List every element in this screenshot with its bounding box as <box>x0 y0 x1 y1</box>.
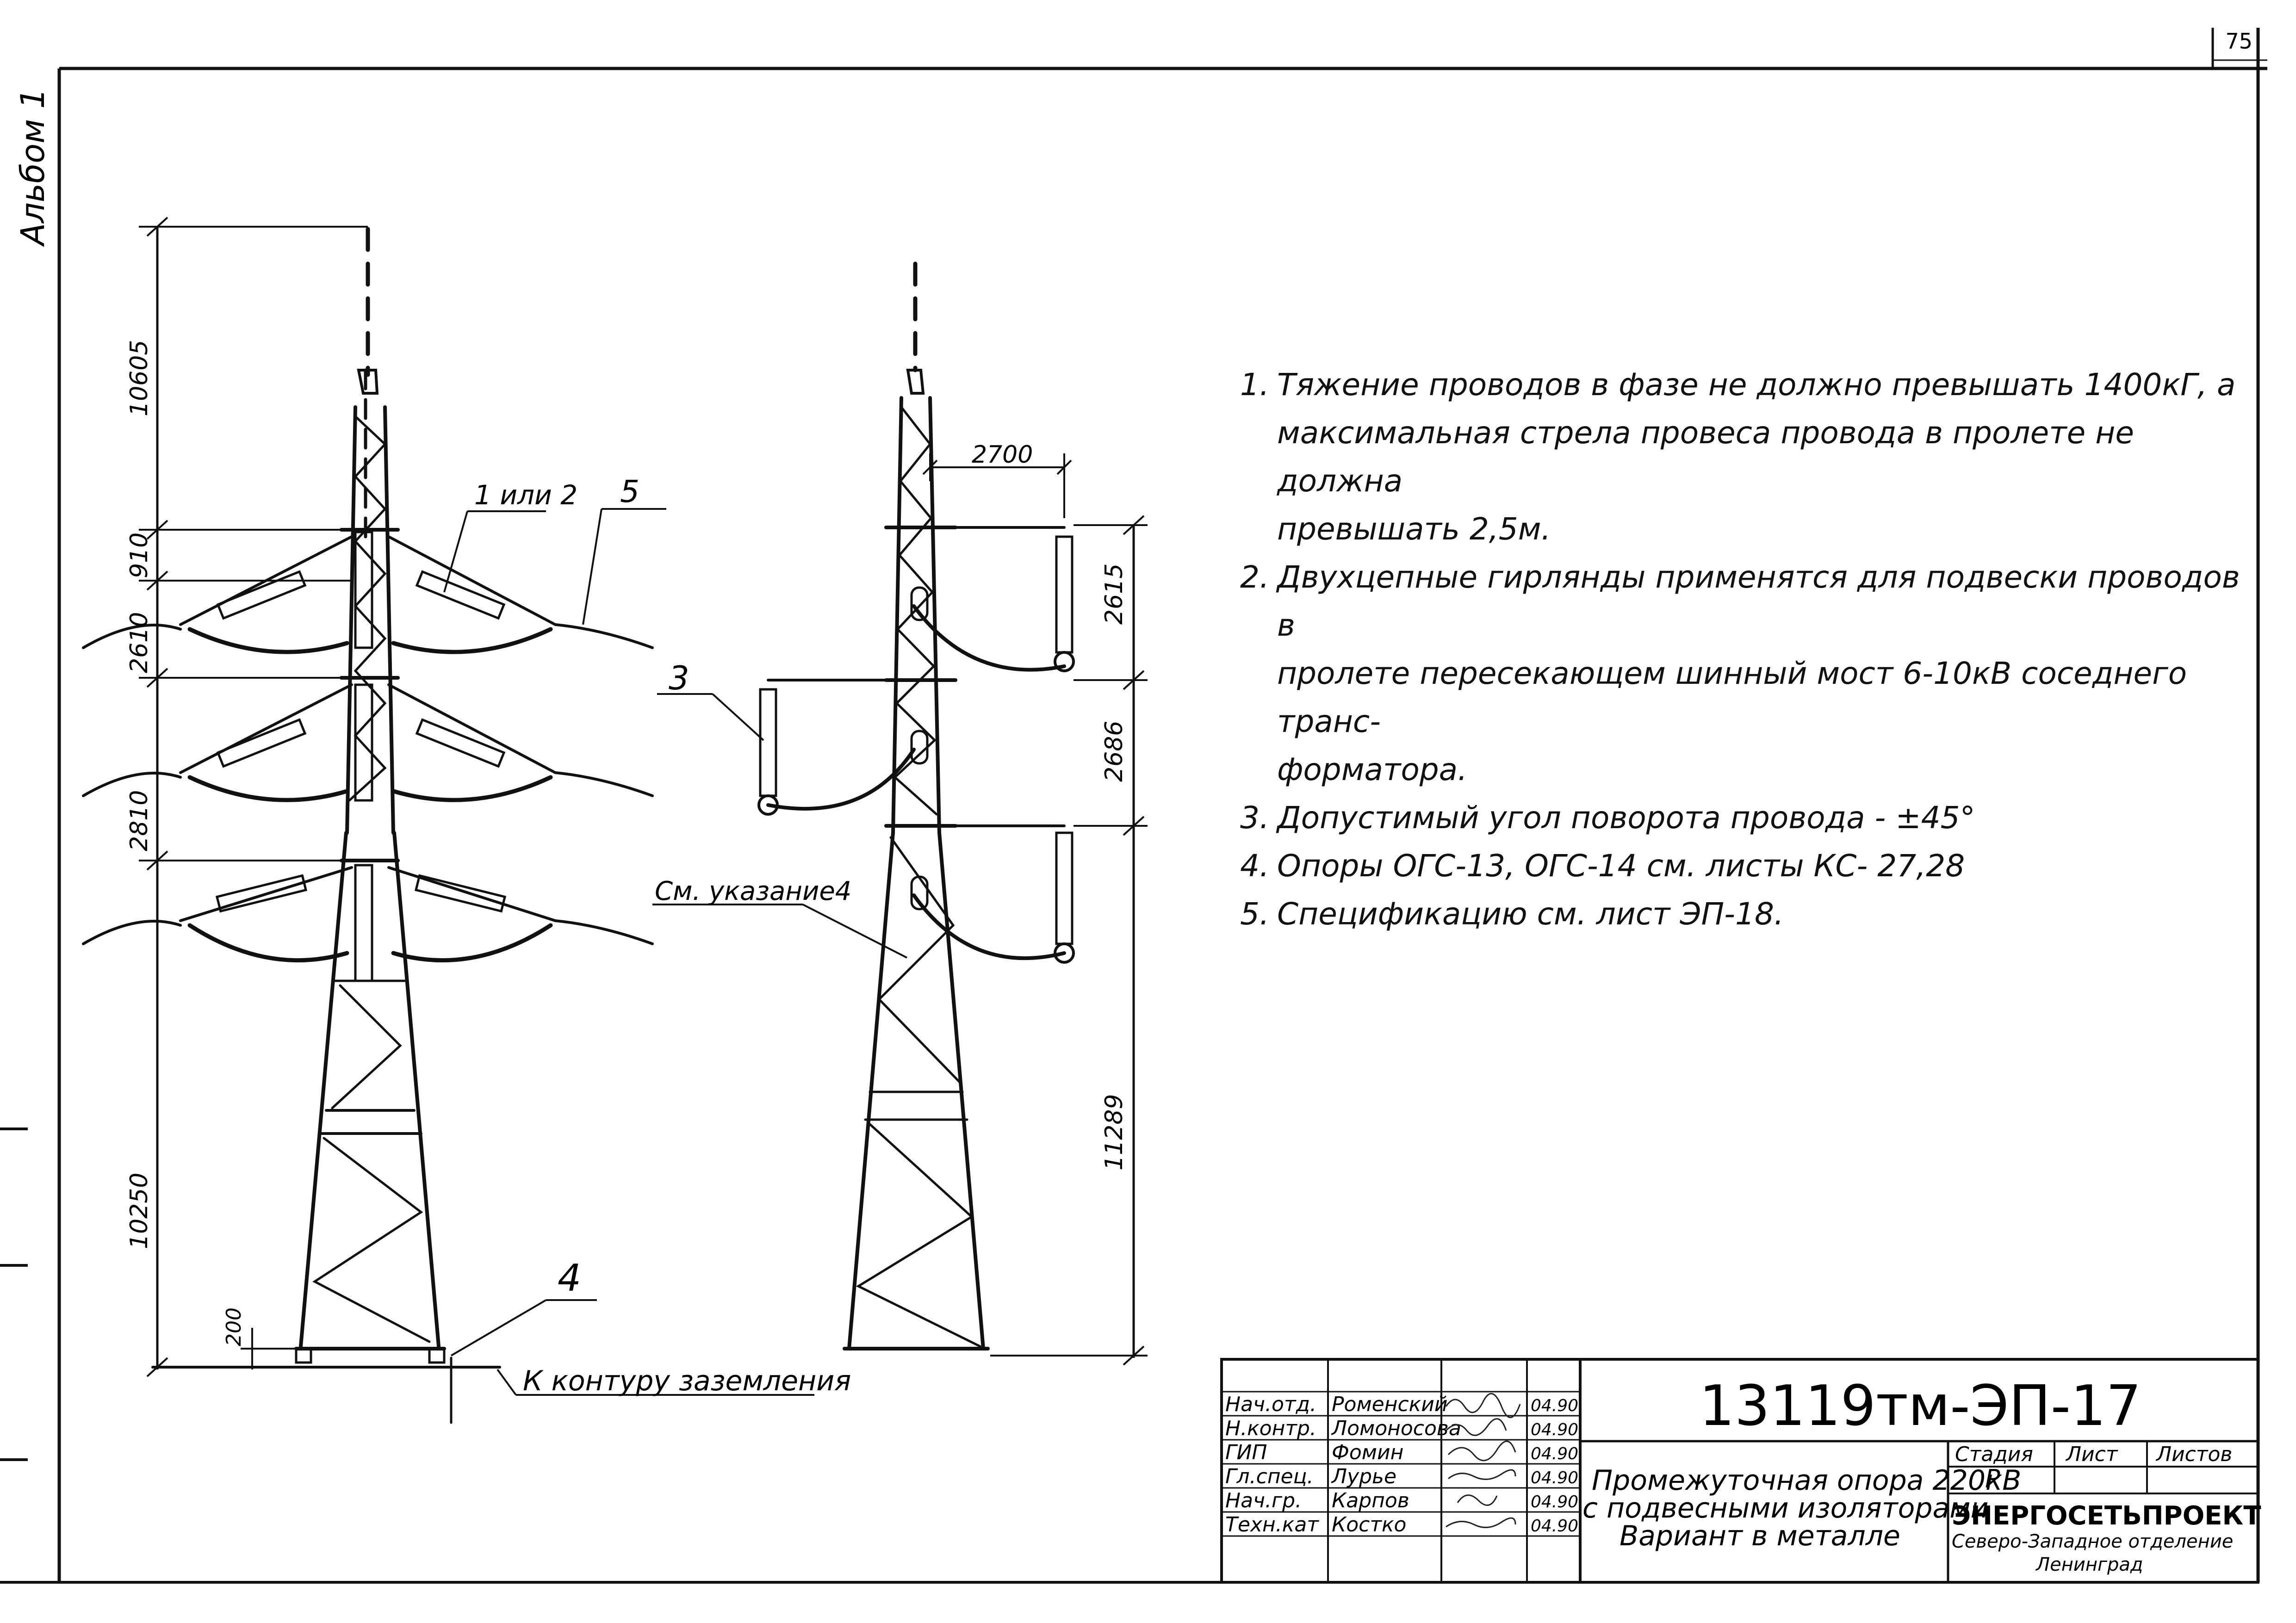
name-cell: Лурье <box>1331 1465 1396 1488</box>
right-tower <box>757 261 1075 1350</box>
note-number: 4. <box>1240 848 1269 884</box>
date-cell: 04.90 <box>1531 1420 1578 1439</box>
sheets-label: Листов <box>2155 1443 2232 1466</box>
title-stage-cells: Стадия Лист Листов Р <box>1955 1443 2232 1493</box>
dim-2700: 2700 <box>972 441 1033 469</box>
callout-4: 4 <box>558 1257 581 1300</box>
signatures <box>1445 1393 1521 1528</box>
dim-2686: 2686 <box>1100 721 1128 782</box>
name-cell: Карпов <box>1332 1489 1409 1512</box>
doc-code: 13119тм-ЭП-17 <box>1699 1374 2141 1438</box>
dim-2810: 2810 <box>125 790 153 851</box>
note-number: 3. <box>1240 800 1269 836</box>
role-cell: Нач.отд. <box>1225 1393 1316 1416</box>
note-line: Спецификацию см. лист ЭП-18. <box>1277 896 1784 932</box>
dim-10605: 10605 <box>125 340 153 416</box>
callout-3: 3 <box>669 659 689 697</box>
note-4: 4. Опоры ОГС-13, ОГС-14 см. листы КС- 27… <box>1240 842 2249 890</box>
notes-list: 1. Тяжение проводов в фазе не должно пре… <box>1240 361 2249 938</box>
dim-200: 200 <box>222 1307 246 1346</box>
date-cell: 04.90 <box>1531 1517 1578 1536</box>
role-cell: Гл.спец. <box>1225 1465 1314 1488</box>
desc-line-2: с подвесными изоляторами <box>1582 1492 1989 1524</box>
org-name: ЭНЕРГОСЕТЬПРОЕКТ <box>1952 1501 2261 1531</box>
note-line: максимальная стрела провеса провода в пр… <box>1277 415 2134 499</box>
date-cell: 04.90 <box>1531 1444 1578 1463</box>
role-cell: Н.контр. <box>1225 1417 1316 1440</box>
role-cell: ГИП <box>1225 1441 1267 1464</box>
desc-line-1: Промежуточная опора 220кВ <box>1592 1464 2021 1497</box>
note-number: 5. <box>1240 896 1269 932</box>
left-callouts <box>443 508 814 1396</box>
dim-2615: 2615 <box>1100 564 1128 625</box>
date-cell: 04.90 <box>1531 1396 1578 1415</box>
sheet-number: 75 <box>2225 29 2253 54</box>
note-line: пролете пересекающем шинный мост 6-10кВ … <box>1277 656 2187 739</box>
date-cell: 04.90 <box>1531 1468 1578 1487</box>
note-number: 2. <box>1240 559 1269 595</box>
role-cell: Техн.кат <box>1225 1513 1319 1536</box>
name-cell: Костко <box>1332 1513 1406 1536</box>
note-1: 1. Тяжение проводов в фазе не должно пре… <box>1240 361 2249 553</box>
dim-10250: 10250 <box>125 1173 153 1249</box>
note-line: превышать 2,5м. <box>1277 511 1551 547</box>
dim-910: 910 <box>125 533 153 578</box>
note-line: Допустимый угол поворота провода - ±45° <box>1277 800 1975 836</box>
sheet-label: Лист <box>2065 1443 2118 1466</box>
note-2: 2. Двухцепные гирлянды применятся для по… <box>1240 553 2249 794</box>
right-callouts <box>652 693 907 959</box>
desc-line-3: Вариант в металле <box>1620 1520 1900 1552</box>
title-block-roles: Нач.отд. Роменский 04.90 Н.контр. Ломоно… <box>1225 1393 1578 1536</box>
role-cell: Нач.гр. <box>1225 1489 1302 1512</box>
see-note-4: См. указание4 <box>655 876 851 906</box>
left-tower-phases <box>82 535 654 963</box>
ground-label: К контуру заземления <box>523 1365 851 1397</box>
org-city: Ленинград <box>2035 1554 2143 1575</box>
title-description: Промежуточная опора 220кВ с подвесными и… <box>1582 1464 2021 1552</box>
dim-2610: 2610 <box>125 612 153 673</box>
note-3: 3. Допустимый угол поворота провода - ±4… <box>1240 794 2249 842</box>
title-block <box>1220 1358 2259 1584</box>
left-dimension-chain <box>139 217 368 1377</box>
stage-label: Стадия <box>1955 1443 2033 1466</box>
note-line: Опоры ОГС-13, ОГС-14 см. листы КС- 27,28 <box>1277 848 1965 884</box>
note-line: форматора. <box>1277 752 1468 787</box>
left-tower <box>151 227 501 1424</box>
right-dimension-chain <box>922 453 1148 1366</box>
name-cell: Роменский <box>1332 1393 1447 1416</box>
note-5: 5. Спецификацию см. лист ЭП-18. <box>1240 890 2249 938</box>
org-branch: Северо-Западное отделение <box>1952 1531 2233 1552</box>
stage-value: Р <box>1985 1464 2000 1493</box>
dim-11289: 11289 <box>1100 1094 1128 1171</box>
name-cell: Ломоносова <box>1331 1417 1461 1440</box>
date-cell: 04.90 <box>1531 1493 1578 1511</box>
callout-5: 5 <box>620 474 639 509</box>
note-line: Тяжение проводов в фазе не должно превыш… <box>1277 367 2236 403</box>
album-label: Альбом 1 <box>14 88 52 247</box>
note-number: 1. <box>1240 367 1269 403</box>
callout-1-or-2: 1 или 2 <box>474 479 577 511</box>
note-line: Двухцепные гирлянды применятся для подве… <box>1277 559 2240 643</box>
name-cell: Фомин <box>1332 1441 1403 1464</box>
